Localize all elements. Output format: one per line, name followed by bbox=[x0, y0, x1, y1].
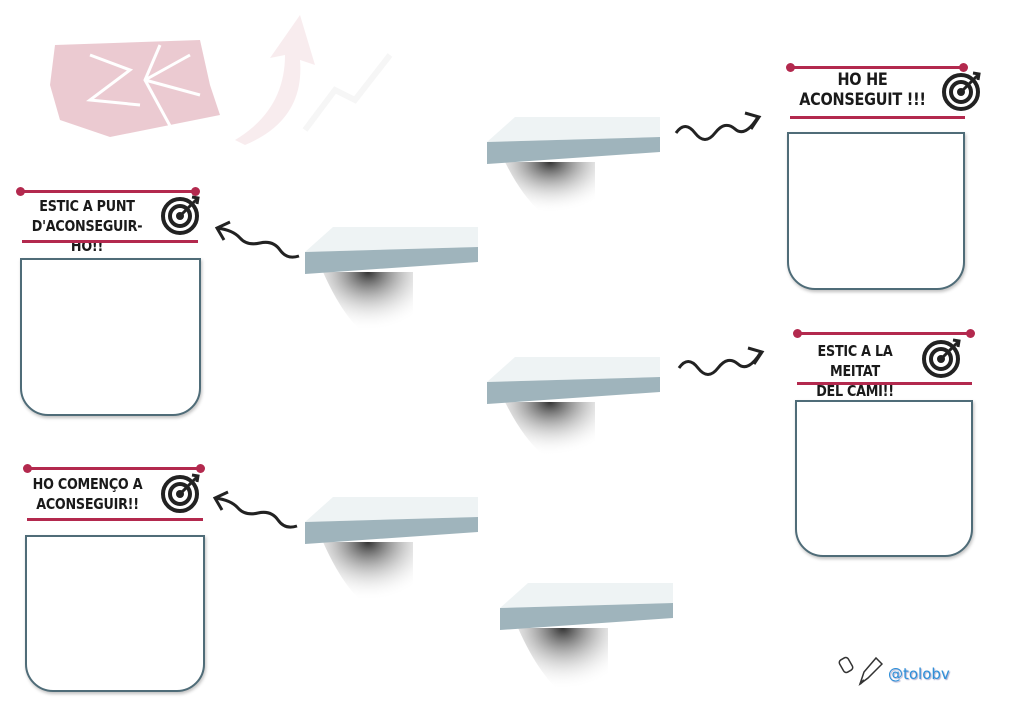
answer-box[interactable] bbox=[787, 132, 965, 290]
card-title: ESTIC A PUNT D'ACONSEGUIR-HO!! bbox=[23, 196, 151, 256]
shelf bbox=[500, 583, 673, 698]
target-icon bbox=[942, 71, 981, 111]
card-title: HO COMENÇO A ACONSEGUIR!! bbox=[26, 474, 149, 514]
eraser-pencil-icon bbox=[838, 656, 883, 687]
squiggle-arrow-right-icon bbox=[674, 111, 762, 141]
underline bbox=[790, 116, 965, 119]
header-line bbox=[23, 464, 205, 473]
answer-box[interactable] bbox=[25, 535, 205, 692]
header-line bbox=[16, 187, 200, 196]
squiggle-arrow-left-icon bbox=[212, 490, 298, 529]
watermark-arrow-icon bbox=[235, 15, 393, 145]
title-line: ESTIC A LA MEITAT bbox=[817, 342, 893, 380]
squiggle-arrow-left-icon bbox=[214, 220, 300, 259]
title-line: ESTIC A PUNT bbox=[39, 197, 135, 215]
target-icon bbox=[161, 195, 200, 235]
title-line: HO COMENÇO A bbox=[32, 475, 143, 493]
shelf bbox=[305, 227, 478, 342]
title-line: ACONSEGUIT !!! bbox=[799, 90, 926, 110]
squiggle-arrow-right-icon bbox=[677, 346, 765, 376]
shelf bbox=[487, 117, 660, 226]
title-line: ACONSEGUIR!! bbox=[36, 495, 139, 513]
author-handle: @tolobv bbox=[888, 665, 950, 683]
header-line bbox=[786, 63, 968, 72]
title-line: D'ACONSEGUIR-HO!! bbox=[31, 217, 143, 255]
shelf bbox=[305, 497, 478, 612]
answer-box[interactable] bbox=[20, 258, 201, 416]
underline bbox=[22, 240, 198, 243]
answer-box[interactable] bbox=[795, 400, 973, 557]
target-icon bbox=[161, 473, 200, 513]
target-icon bbox=[922, 338, 961, 378]
card-title: ESTIC A LA MEITAT DEL CAMÍ!! bbox=[791, 341, 919, 401]
watermark-logo bbox=[50, 40, 220, 137]
header-line bbox=[793, 329, 975, 338]
underline bbox=[797, 382, 972, 385]
shelf bbox=[487, 357, 660, 470]
title-line: DEL CAMÍ!! bbox=[816, 382, 894, 400]
underline bbox=[27, 518, 203, 521]
title-line: HO HE bbox=[837, 70, 888, 90]
